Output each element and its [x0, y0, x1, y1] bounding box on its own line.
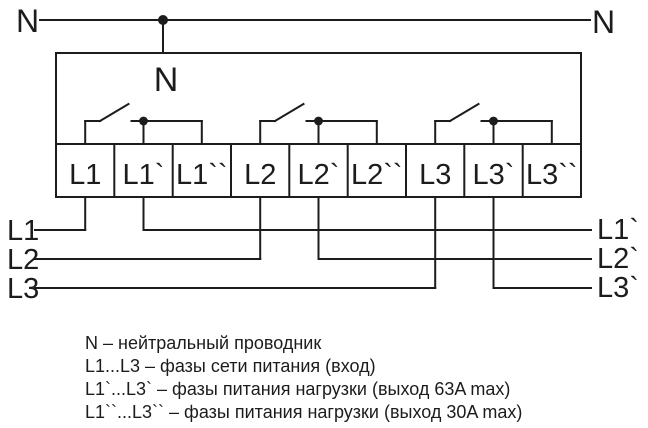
terminal-label-l3pp: L3``: [526, 159, 578, 191]
legend: N – нейтральный проводник L1...L3 – фазы…: [85, 333, 522, 422]
input-wires: [34, 196, 437, 289]
input-label-l1: L1: [7, 215, 39, 247]
terminal-label-l1: L1: [69, 159, 101, 191]
terminal-label-l1p: L1`: [123, 159, 165, 191]
terminal-label-l2p: L2`: [298, 159, 340, 191]
output-wires: [142, 196, 592, 289]
legend-line-outputs-30a: L1``...L3`` – фазы питания нагрузки (вых…: [85, 402, 522, 422]
input-label-l2: L2: [7, 244, 39, 276]
junction-dot: [139, 116, 148, 126]
output-label-l2p: L2`: [597, 243, 639, 275]
input-label-l3: L3: [7, 273, 39, 305]
output-label-l3p: L3`: [597, 272, 639, 304]
neutral-label-right: N: [592, 4, 615, 40]
terminal-label-l2pp: L2``: [351, 159, 403, 191]
neutral-label-left: N: [16, 3, 39, 39]
terminal-label-l1pp: L1``: [176, 159, 228, 191]
legend-line-neutral: N – нейтральный проводник: [85, 333, 321, 353]
legend-line-outputs-63a: L1`...L3` – фазы питания нагрузки (выход…: [85, 379, 510, 399]
output-label-l1p: L1`: [597, 214, 639, 246]
switch-blade-icon: [273, 102, 305, 123]
junction-dot: [489, 116, 498, 126]
neutral-bus: [39, 19, 591, 54]
terminal-label-l3p: L3`: [473, 159, 515, 191]
device-neutral-label: N: [154, 61, 179, 99]
switch-blade-icon: [98, 102, 130, 123]
legend-line-inputs: L1...L3 – фазы сети питания (вход): [85, 356, 376, 376]
terminal-label-l3: L3: [419, 159, 451, 191]
neutral-junction-dot: [158, 15, 168, 25]
terminal-label-l2: L2: [244, 159, 276, 191]
junction-dot: [314, 116, 323, 126]
switch-blade-icon: [448, 102, 480, 123]
